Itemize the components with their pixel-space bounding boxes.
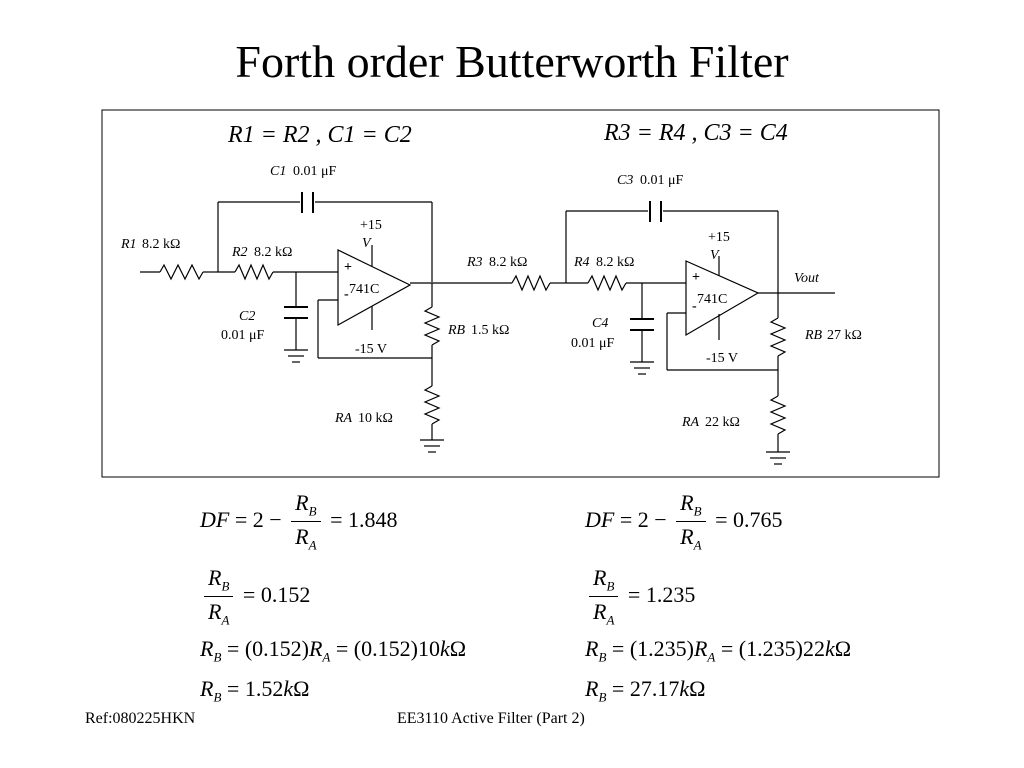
stage1-r1-name: R1 bbox=[120, 237, 137, 252]
stage1-c1-name: C1 bbox=[270, 164, 286, 179]
stage2-r4-name: R4 bbox=[573, 255, 590, 270]
resistor-r3 bbox=[511, 274, 551, 292]
stage1-ra-name: RA bbox=[334, 411, 353, 426]
resistor-r1 bbox=[159, 263, 204, 281]
rb-result-left: RB = 1.52kΩ bbox=[200, 676, 310, 705]
stage2-rb-value: 27 kΩ bbox=[827, 328, 862, 343]
stage1-vpos-unit: V bbox=[362, 236, 372, 251]
stage2-plus: + bbox=[692, 270, 700, 285]
stage-1 bbox=[140, 192, 512, 453]
stage2-vout: Vout bbox=[794, 271, 820, 286]
stage2-r4-value: 8.2 kΩ bbox=[596, 255, 634, 270]
stage-2 bbox=[511, 201, 835, 465]
stage2-c4-value: 0.01 μF bbox=[571, 336, 615, 351]
stage2-c4-name: C4 bbox=[592, 316, 608, 331]
stage2-condition: R3 = R4 , C3 = C4 bbox=[603, 120, 788, 146]
stage1-r2-name: R2 bbox=[231, 245, 248, 260]
stage2-vneg: -15 V bbox=[706, 351, 738, 366]
opamp-1 bbox=[337, 249, 412, 327]
stage1-vpos: +15 bbox=[360, 218, 382, 233]
stage2-vpos: +15 bbox=[708, 230, 730, 245]
stage1-rb-value: 1.5 kΩ bbox=[471, 323, 509, 338]
opamp-2 bbox=[685, 260, 760, 337]
stage2-vpos-unit: V bbox=[710, 248, 720, 263]
resistor-ra-2 bbox=[769, 395, 787, 435]
rb-calc-right: RB = (1.235)RA = (1.235)22kΩ bbox=[585, 636, 852, 665]
slide-title: Forth order Butterworth Filter bbox=[235, 36, 789, 87]
stage1-c2-name: C2 bbox=[239, 309, 255, 324]
df-value-left: 1.848 bbox=[347, 506, 398, 532]
stage2-minus: - bbox=[692, 299, 697, 314]
stage2-r3-value: 8.2 kΩ bbox=[489, 255, 527, 270]
ratio-value-right: 1.235 bbox=[645, 581, 696, 607]
footer-ref: Ref:080225HKN bbox=[85, 710, 196, 727]
footer-course: EE3110 Active Filter (Part 2) bbox=[397, 710, 585, 727]
resistor-ra-1 bbox=[423, 385, 441, 425]
stage2-c3-value: 0.01 μF bbox=[640, 173, 684, 188]
ratio-value-left: 0.152 bbox=[260, 581, 311, 607]
rb-calc-left: RB = (0.152)RA = (0.152)10kΩ bbox=[200, 636, 467, 665]
stage1-condition: R1 = R2 , C1 = C2 bbox=[227, 122, 412, 148]
stage1-plus: + bbox=[344, 260, 352, 275]
stage1-c2-value: 0.01 μF bbox=[221, 328, 265, 343]
stage1-opamp: 741C bbox=[349, 282, 379, 297]
stage1-r1-value: 8.2 kΩ bbox=[142, 237, 180, 252]
stage1-c1-value: 0.01 μF bbox=[293, 164, 337, 179]
stage2-opamp: 741C bbox=[697, 292, 727, 307]
stage2-ra-name: RA bbox=[681, 415, 700, 430]
rb-result-right: RB = 27.17kΩ bbox=[585, 676, 706, 705]
stage1-ra-value: 10 kΩ bbox=[358, 411, 393, 426]
stage2-c3-name: C3 bbox=[617, 173, 633, 188]
stage2-rb-name: RB bbox=[804, 328, 823, 343]
stage2-r3-name: R3 bbox=[466, 255, 483, 270]
resistor-r4 bbox=[587, 274, 627, 292]
stage1-vneg: -15 V bbox=[355, 342, 387, 357]
stage1-rb-name: RB bbox=[447, 323, 466, 338]
resistor-rb-2 bbox=[769, 317, 787, 357]
circuit-frame bbox=[101, 109, 940, 478]
stage1-r2-value: 8.2 kΩ bbox=[254, 245, 292, 260]
resistor-r2 bbox=[234, 263, 274, 281]
stage1-minus: - bbox=[344, 287, 349, 302]
df-value-right: 0.765 bbox=[732, 506, 783, 532]
stage2-ra-value: 22 kΩ bbox=[705, 415, 740, 430]
resistor-rb-1 bbox=[423, 306, 441, 346]
